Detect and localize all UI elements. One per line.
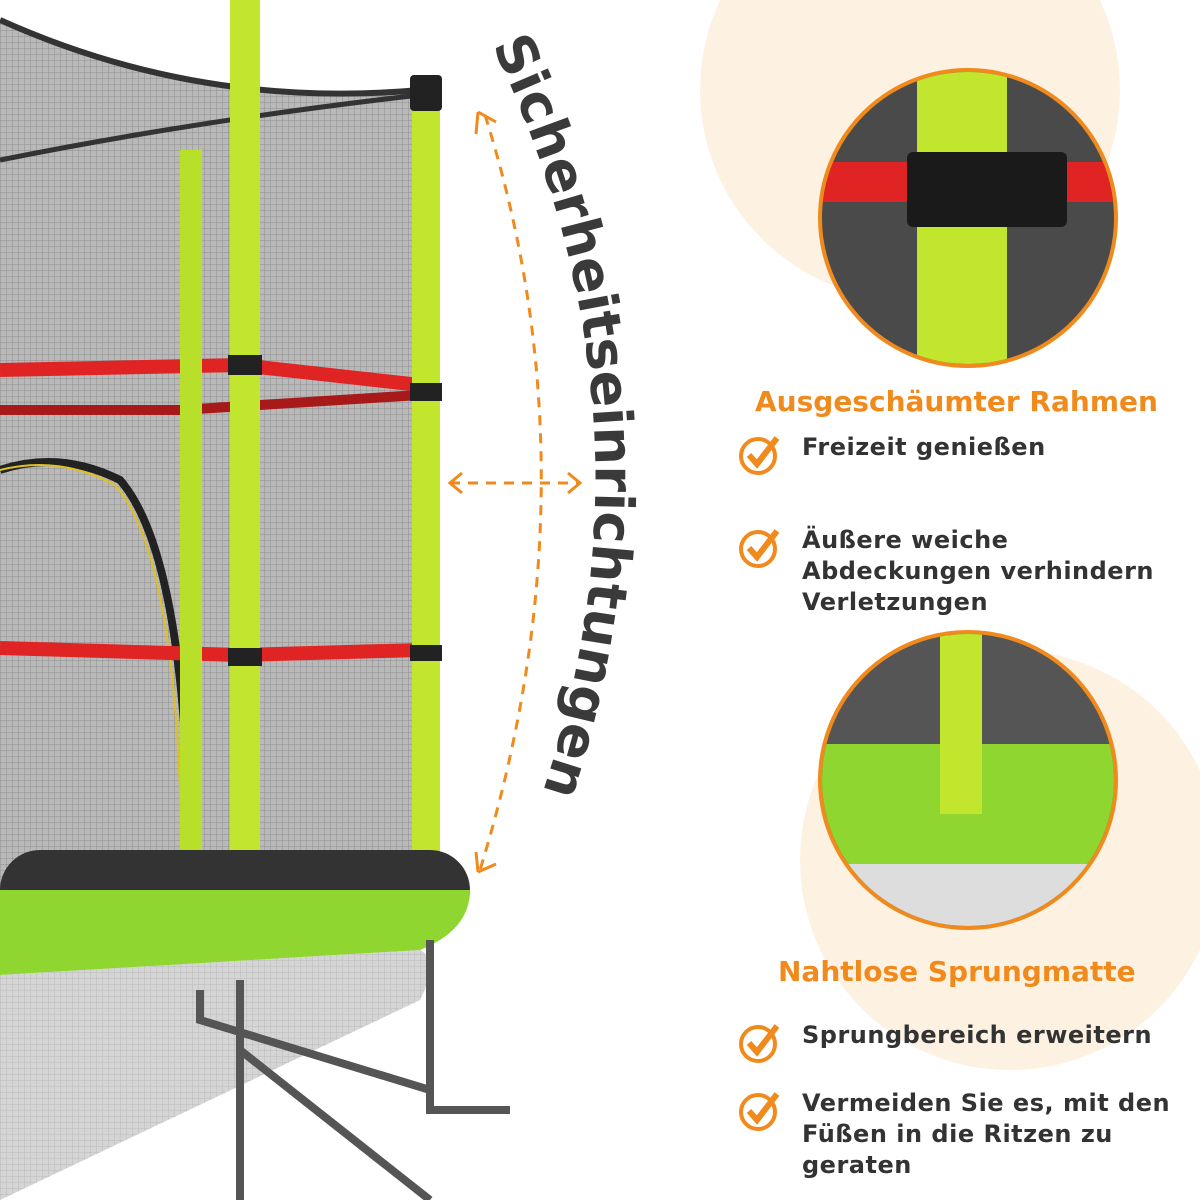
safety-net [0, 20, 430, 940]
detail-image-jump-mat [818, 630, 1118, 930]
check-icon [739, 1024, 780, 1063]
width-arrow [447, 471, 583, 495]
feature-point: Sprungbereich erweitern [738, 1020, 1182, 1064]
feature-point: Äußere weiche Abdeckungen verhindern Ver… [738, 525, 1182, 618]
detail-image-foam-frame [818, 68, 1118, 368]
height-arrow [478, 114, 543, 871]
feature-point: Freizeit genießen [738, 432, 1172, 476]
frame-padding [0, 890, 470, 975]
feature-heading: Nahtlose Sprungmatte [778, 955, 1136, 988]
check-icon [739, 1092, 780, 1131]
feature-point: Vermeiden Sie es, mit den Füßen in die R… [738, 1088, 1182, 1181]
check-icon [739, 529, 780, 568]
frame-pole [180, 150, 202, 850]
frame-pole [230, 0, 260, 950]
frame-legs [196, 940, 510, 1200]
frame-pole [412, 95, 440, 925]
check-icon [739, 436, 780, 475]
feature-heading: Ausgeschäumter Rahmen [755, 385, 1158, 418]
arc-title: Sicherheitseinrichtungen [480, 24, 645, 807]
